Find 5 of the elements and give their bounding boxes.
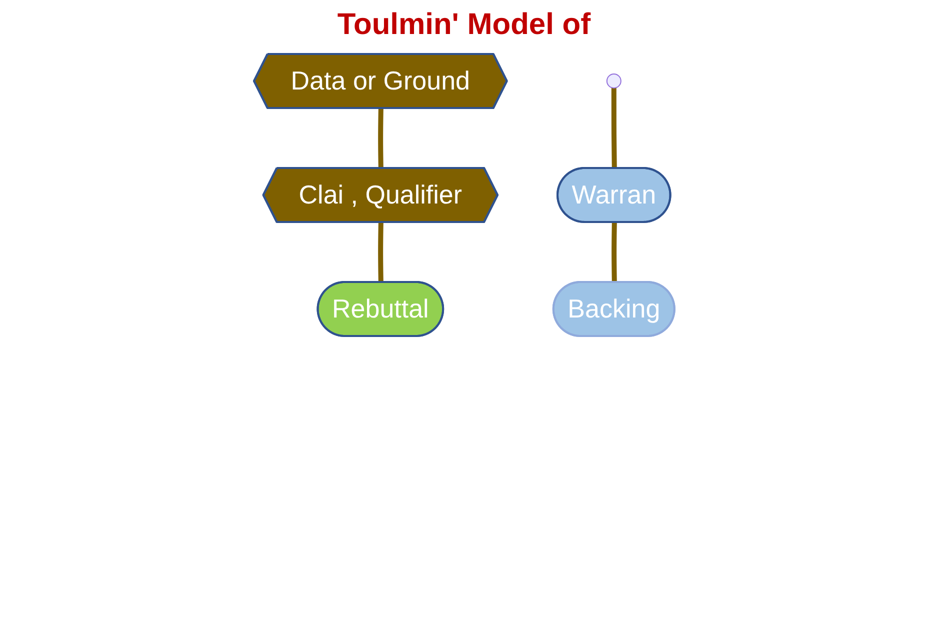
connector	[611, 88, 617, 169]
diagram-title: Toulmin' Model of	[336, 8, 592, 42]
connector	[378, 108, 384, 169]
connector	[378, 222, 384, 283]
connector	[611, 222, 617, 283]
